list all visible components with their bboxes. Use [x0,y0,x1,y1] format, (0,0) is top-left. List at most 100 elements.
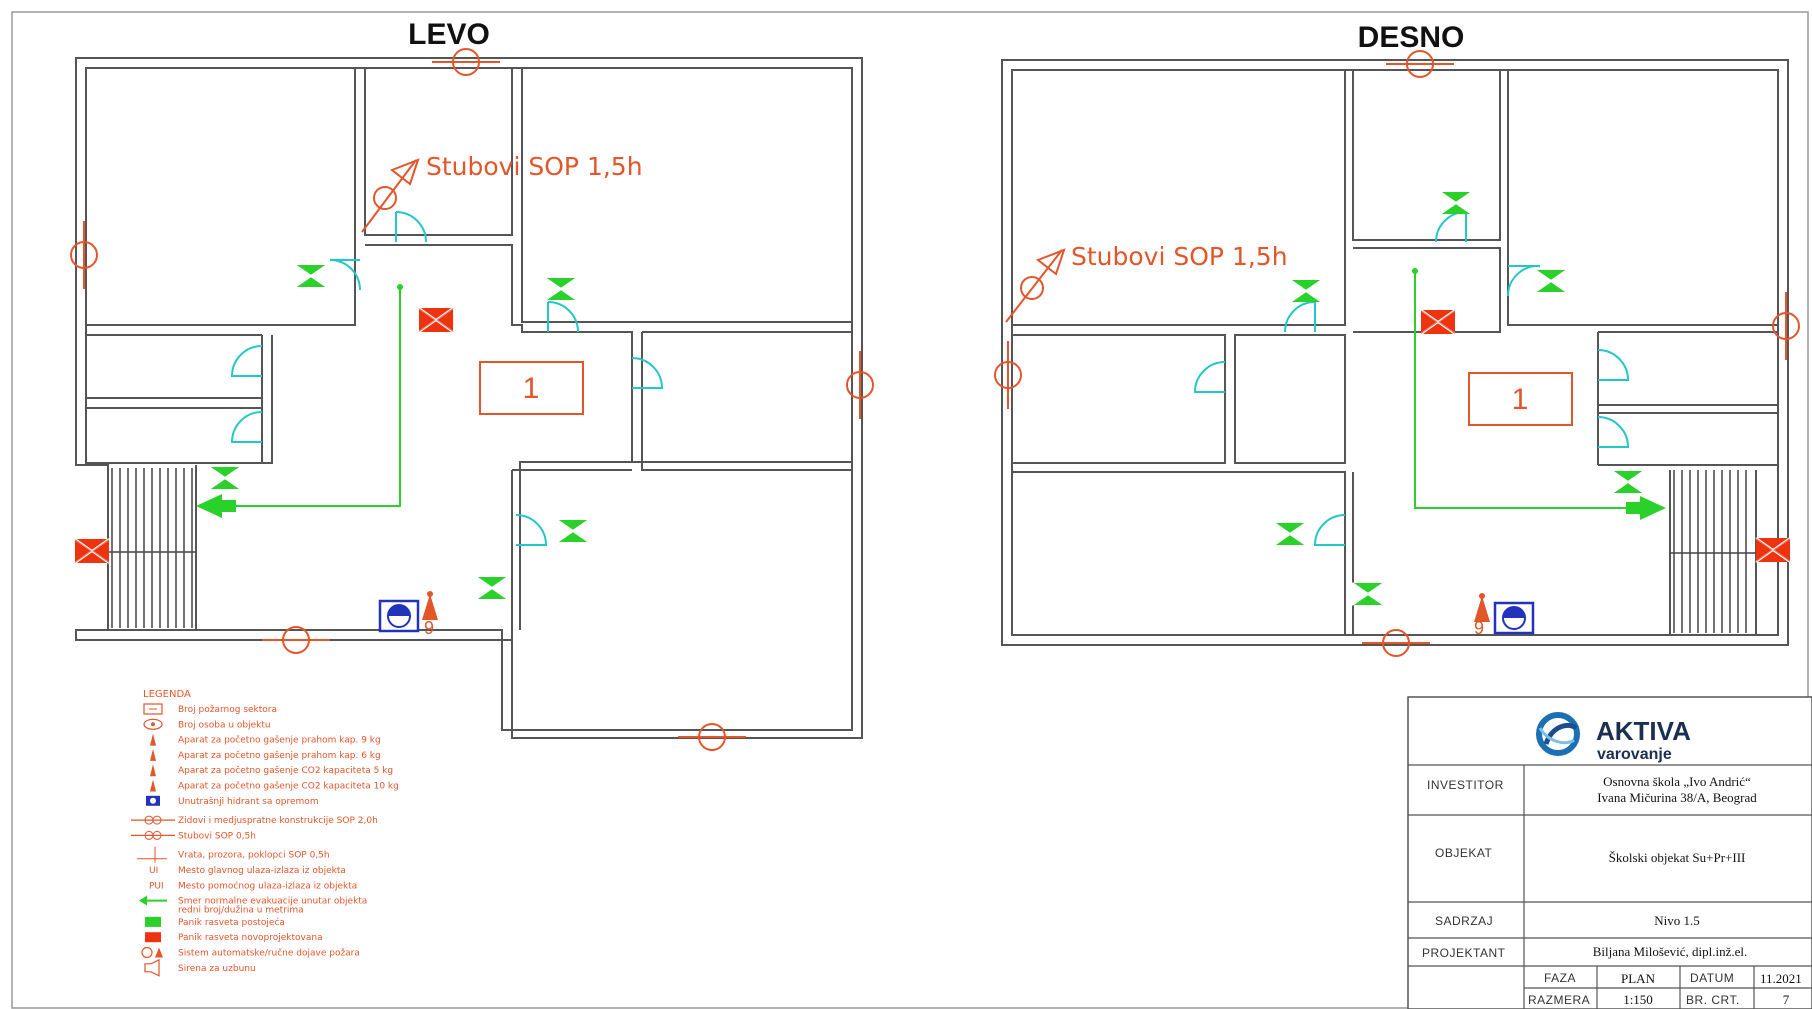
legend-item: Broj osoba u objektu [143,718,271,730]
panic-light-new-icon [145,932,161,943]
plan-right-sop-callout [1005,248,1066,323]
panic-light-existing-icon [1534,269,1568,293]
legend-item-label: Mesto glavnog ulaza-izlaza iz objekta [178,866,346,876]
legend-item: PUI Mesto pomoćnog ulaza-izlaza iz objekt… [149,880,357,891]
sadrzaj-value: Nivo 1.5 [1654,913,1700,928]
plan-left-walls [75,57,863,739]
legend-item-label: Zidovi i medjuspratne konstrukcije SOP 2… [178,816,378,826]
legend-item: Unutrašnji hidrant sa opremom [146,795,319,807]
legend-item-code: PUI [149,881,164,891]
legend-item-label: Sirena za uzbunu [178,964,256,974]
investitor-label: INVESTITOR [1427,778,1504,792]
title-block: AKTIVA varovanje INVESTITOR Osnovna škol… [1407,696,1812,1009]
legend-item: Zidovi i medjuspratne konstrukcije SOP 2… [131,815,378,826]
extinguisher-co2-10kg-icon [150,779,156,792]
panic-light-existing-icon [208,466,242,490]
datum-value: 11.2021 [1760,971,1802,986]
plan-right-sector-number: 1 [1512,383,1529,416]
panic-light-existing-icon [475,576,509,600]
legend-item: Aparat za početno gašenje prahom kap. 9 … [150,733,381,746]
evacuation-arrow-icon [139,895,167,906]
investitor-line2: Ivana Mičurina 38/A, Beograd [1597,790,1757,805]
indoor-hydrant-icon [146,795,160,806]
siren-icon [144,958,160,977]
sadrzaj-label: SADRZAJ [1435,914,1493,928]
brcrt-label: BR. CRT. [1686,993,1740,1007]
legend-item-label: Mesto pomoćnog ulaza-izlaza iz objekta [178,880,357,891]
projektant-label: PROJEKTANT [1422,946,1506,960]
investitor-line1: Osnovna škola „Ivo Andrić“ [1603,774,1751,789]
plan-left: LEVO [70,18,874,751]
legend-item: Smer normalne evakuacije unutar objektar… [139,895,367,916]
brcrt-value: 7 [1783,992,1790,1007]
fire-wall-icon [131,815,175,825]
column-icon [131,830,175,840]
legend-item-label: Unutrašnji hidrant sa opremom [178,796,319,807]
panic-light-existing-icon [556,519,590,543]
legend-item: Aparat za početno gašenje prahom kap. 6 … [150,748,381,761]
plan-right-walls [1001,59,1789,646]
plan-left-stairs [108,468,196,628]
legend-item-label: Sistem automatske/ručne dojave požara [178,948,360,959]
razmera-value: 1:150 [1623,992,1653,1007]
legend-item-label: Smer normalne evakuacije unutar objekta [178,897,367,907]
legend-item: Stubovi SOP 0,5h [131,830,256,841]
persons-count-icon [143,718,163,730]
legend-item: Aparat za početno gašenje CO2 kapaciteta… [150,779,399,792]
plan-left-title: LEVO [408,18,490,51]
plan-right-persons-count: 9 [1474,618,1484,638]
legend-item: Vrata, prozora, poklopci SOP 0,5h [137,846,330,863]
faza-value: PLAN [1621,971,1656,986]
plan-left-persons-count: 9 [424,618,434,638]
indoor-hydrant-icon [378,599,420,633]
legend-item-label-2: redni broj/dužina u metrima [178,906,304,916]
logo-main-text: AKTIVA [1596,716,1691,746]
extinguisher-powder-9kg-icon [150,733,156,746]
plan-left-evacuation-route [196,284,403,518]
plan-right-sop-note: Stubovi SOP 1,5h [1071,242,1288,271]
panic-light-existing-icon [1439,191,1473,215]
panic-light-new-icon [1755,537,1791,563]
plan-right-title: DESNO [1358,21,1465,54]
plan-right-stairs [1670,470,1756,633]
legend-item: Sistem automatske/ručne dojave požara [141,946,360,959]
plan-left-sector-number: 1 [523,372,540,405]
logo-sub-text: varovanje [1597,746,1672,763]
legend-item-label: Broj osoba u objektu [178,720,271,730]
plan-left-doors [230,211,664,546]
legend-heading: LEGENDA [143,689,191,700]
panic-light-existing-icon [1273,522,1307,546]
legend-item-label: Aparat za početno gašenje CO2 kapaciteta… [178,765,393,776]
sheet-border [11,11,1809,1009]
legend-item: Broj požarnog sektora [143,703,277,715]
legend-item: Panik rasveta novoprojektovana [145,932,323,943]
plan-right-sector-box [1468,372,1573,426]
extinguisher-powder-6kg-icon [150,748,156,761]
legend-item-label: Panik rasveta postojeća [178,917,285,928]
legend-item-label: Aparat za početno gašenje CO2 kapaciteta… [178,781,399,792]
datum-label: DATUM [1690,971,1734,985]
sector-number-icon [143,703,163,715]
plan-left-sop-note: Stubovi SOP 1,5h [426,152,643,181]
panic-light-existing-icon [1289,279,1323,303]
plan-left-sector-box [479,361,584,415]
legend-item-label: Stubovi SOP 0,5h [178,831,256,841]
extinguisher-co2-5kg-icon [150,764,156,777]
fire-alarm-icon [141,946,163,959]
legend-item-label: Panik rasveta novoprojektovana [178,933,323,943]
panic-light-new-icon [1420,309,1456,335]
objekat-value: Školski objekat Su+Pr+III [1609,850,1746,865]
legend-item-label: Aparat za početno gašenje prahom kap. 6 … [178,750,381,761]
legend-item: Sirena za uzbunu [144,958,256,977]
legend-item: Aparat za početno gašenje CO2 kapaciteta… [150,764,393,777]
projektant-value: Biljana Milošević, dipl.inž.el. [1593,944,1748,959]
panic-light-existing-icon [145,916,161,927]
panic-light-new-icon [74,538,110,564]
legend-item-label: Broj požarnog sektora [178,705,277,715]
indoor-hydrant-icon [1493,601,1535,635]
panic-light-existing-icon [294,264,328,288]
aktiva-logo [1536,712,1580,756]
